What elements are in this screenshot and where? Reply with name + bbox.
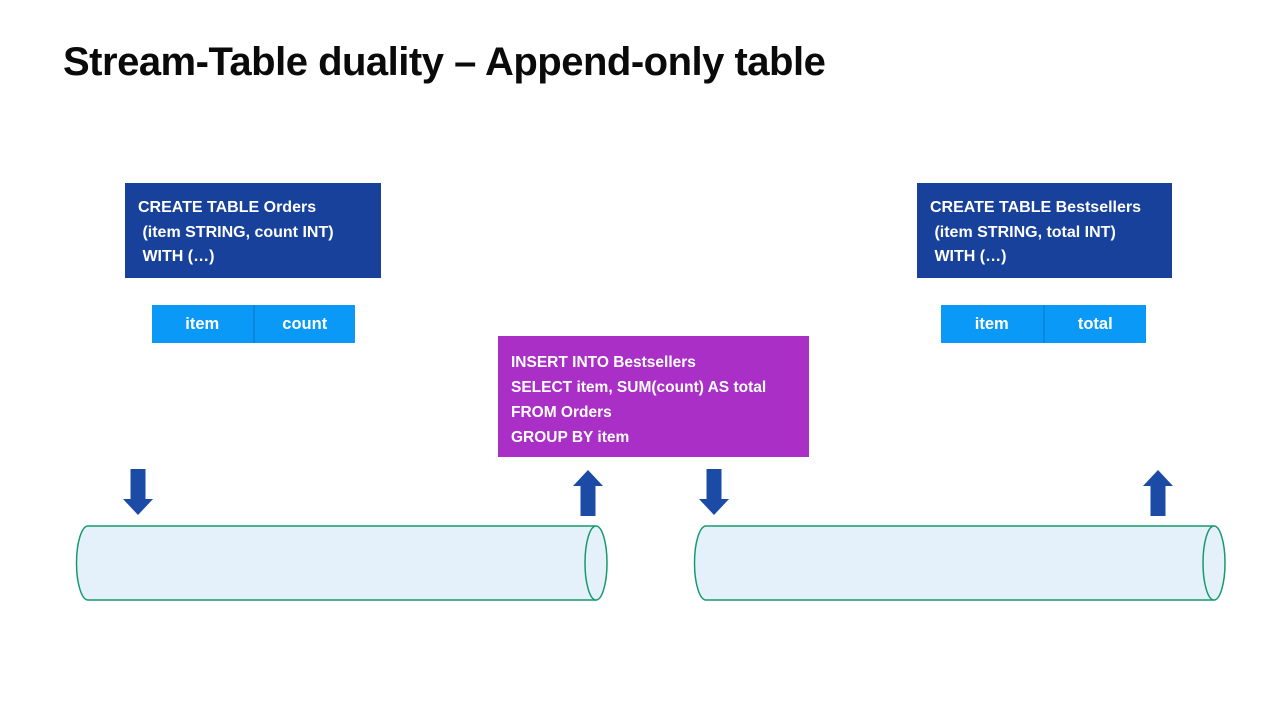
create-table-bestsellers-box: CREATE TABLE Bestsellers (item STRING, t… bbox=[917, 183, 1172, 278]
sql-line: WITH (…) bbox=[930, 248, 1007, 265]
insert-select-query-box: INSERT INTO Bestsellers SELECT item, SUM… bbox=[498, 336, 809, 457]
sql-line: (item STRING, total INT) bbox=[930, 223, 1116, 241]
stream-cylinder-right bbox=[692, 523, 1227, 603]
arrow-down-icon bbox=[699, 469, 729, 515]
column-header-item: item bbox=[974, 314, 1009, 333]
sql-line: GROUP BY item bbox=[511, 429, 630, 446]
slide-title: Stream-Table duality – Append-only table bbox=[63, 40, 826, 84]
sql-line: SELECT item, SUM(count) AS total bbox=[511, 379, 767, 396]
stream-cylinder-left bbox=[74, 523, 609, 603]
arrow-up-icon bbox=[1143, 470, 1173, 516]
sql-line: INSERT INTO Bestsellers bbox=[511, 354, 696, 371]
column-header-total: total bbox=[1042, 305, 1147, 343]
sql-line: WITH (…) bbox=[138, 248, 215, 265]
arrow-up-icon bbox=[573, 470, 603, 516]
sql-line: CREATE TABLE Bestsellers bbox=[930, 199, 1142, 216]
arrow-down-icon bbox=[123, 469, 153, 515]
sql-line: CREATE TABLE Orders bbox=[138, 199, 317, 216]
sql-line: (item STRING, count INT) bbox=[138, 223, 334, 241]
sql-line: FROM Orders bbox=[511, 404, 612, 421]
create-table-orders-box: CREATE TABLE Orders (item STRING, count … bbox=[125, 183, 381, 278]
bestsellers-table-header: item total bbox=[941, 305, 1146, 343]
orders-table-header: item count bbox=[152, 305, 355, 343]
column-header-count: count bbox=[252, 305, 356, 343]
column-header-item: item bbox=[185, 314, 220, 333]
